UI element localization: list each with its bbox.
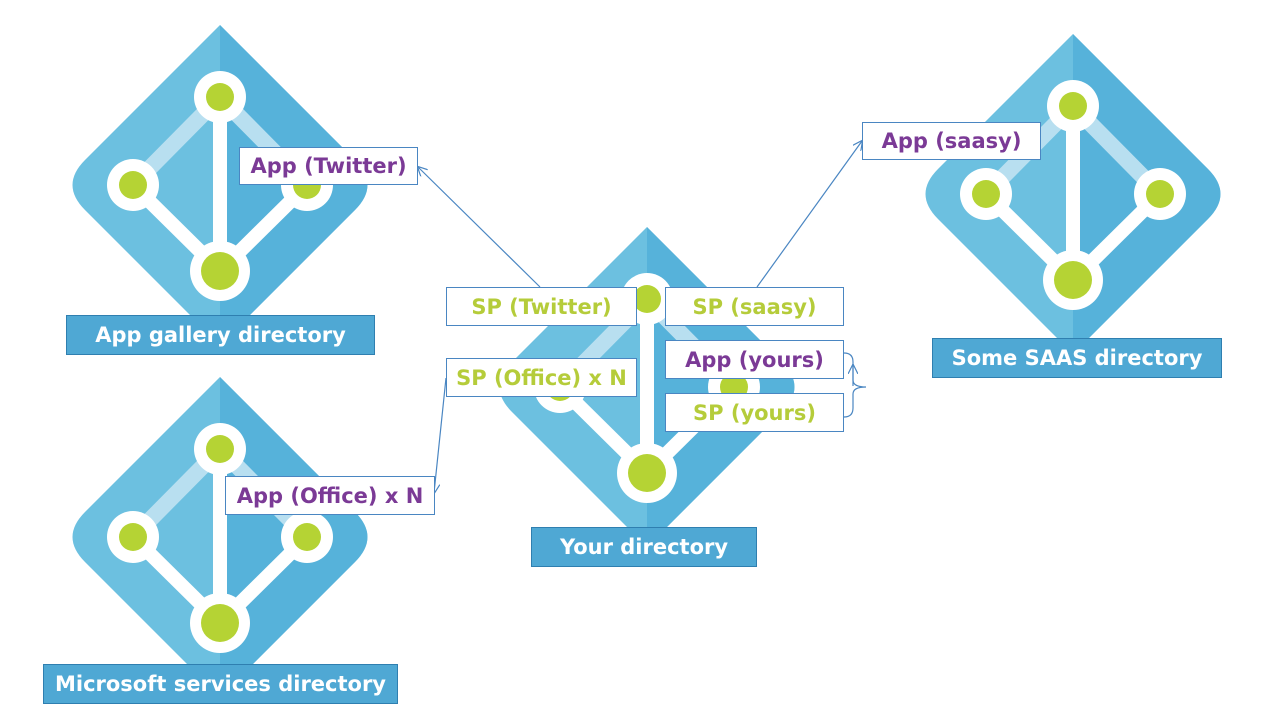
microsoft-services-directory-label: Microsoft services directory (43, 664, 398, 704)
app-twitter-box: App (Twitter) (239, 147, 418, 185)
brace-app-sp-yours (843, 352, 867, 418)
your-directory-label: Your directory (531, 527, 757, 567)
sp-twitter-box: SP (Twitter) (446, 287, 637, 326)
sp-yours-box: SP (yours) (665, 393, 844, 432)
arrow-sp-saasy-to-app-saasy (756, 141, 862, 288)
sp-saasy-box: SP (saasy) (665, 287, 844, 326)
sp-office-box: SP (Office) x N (446, 358, 637, 397)
app-office-box: App (Office) x N (225, 476, 435, 515)
arrow-sp-office-to-app-office (434, 377, 447, 493)
app-yours-box: App (yours) (665, 340, 844, 379)
saas-directory-icon (925, 34, 1221, 354)
arrow-sp-twitter-to-app-twitter (418, 167, 541, 288)
microsoft-services-directory-icon (72, 377, 368, 697)
saas-directory-label: Some SAAS directory (932, 338, 1222, 378)
app-gallery-directory-icon (72, 25, 368, 345)
app-gallery-directory-label: App gallery directory (66, 315, 375, 355)
app-saasy-box: App (saasy) (862, 122, 1041, 160)
